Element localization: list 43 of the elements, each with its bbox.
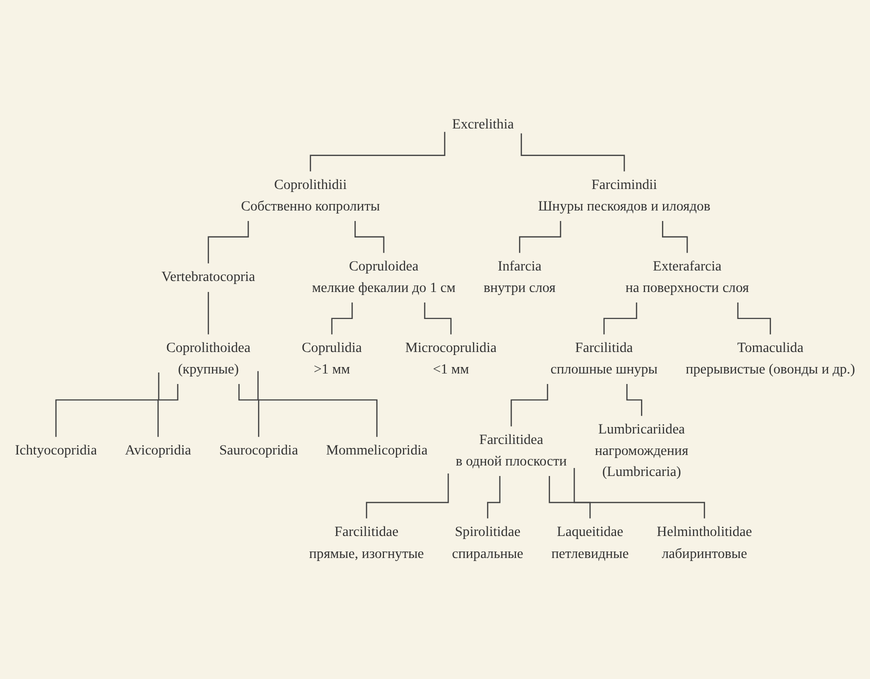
node-text: Ichtyocopridia bbox=[14, 443, 97, 458]
node-text: Copruloidea мелкие фекалии до 1 см bbox=[312, 259, 456, 296]
node-text: Laqueitidae петлевидные bbox=[551, 524, 629, 562]
node-text: Farcimindii Шнуры пескоядов и илоядов bbox=[538, 178, 710, 214]
node-text: Saurocopridia bbox=[219, 443, 298, 458]
connector bbox=[55, 372, 160, 438]
node-text: Helmintholitidae лабиринтовые bbox=[656, 524, 752, 562]
connector bbox=[603, 302, 638, 335]
connector bbox=[310, 132, 446, 172]
connector bbox=[626, 384, 642, 416]
connector bbox=[662, 221, 688, 254]
connector bbox=[520, 133, 625, 172]
node-text: Avicopridia bbox=[125, 443, 192, 458]
node-text: Farcilitida сплошные шнуры bbox=[550, 340, 658, 377]
node-text: Tomaculida прерывистые (овонды и др.) bbox=[686, 340, 856, 377]
node-text: Microcoprulidia <1 мм bbox=[405, 340, 497, 377]
connector bbox=[157, 384, 178, 438]
node-text: Excrelithia bbox=[452, 117, 514, 132]
node-text: Farcilitidae прямые, изогнутые bbox=[309, 524, 424, 562]
node-text: Lumbricariidea нагромождения (Lumbricaria) bbox=[594, 422, 688, 480]
node-text: Exterafarcia на поверхности слоя bbox=[625, 259, 749, 296]
connector bbox=[366, 474, 449, 520]
connector bbox=[257, 371, 378, 438]
connector bbox=[510, 384, 548, 427]
node-text: Infarcia внутри слоя bbox=[484, 259, 556, 296]
node-text: Spirolitidae спиральные bbox=[452, 524, 524, 562]
connector bbox=[424, 302, 452, 335]
connector bbox=[354, 221, 384, 254]
connector bbox=[519, 221, 562, 254]
node-text: Coprolithoidea (крупные) bbox=[166, 340, 251, 377]
connector bbox=[487, 476, 500, 520]
node-text: Coprulidia >1 мм bbox=[302, 340, 362, 377]
connector bbox=[737, 302, 771, 335]
connector bbox=[548, 476, 591, 520]
node-text: Coprolithidii Собственно копролиты bbox=[240, 178, 380, 214]
connector bbox=[331, 302, 353, 335]
node-text: Mommelicopridia bbox=[326, 443, 428, 458]
connector bbox=[208, 221, 249, 264]
connector bbox=[238, 384, 260, 438]
node-text: Vertebratocopria bbox=[162, 270, 256, 285]
node-text: Farcilitidea в одной плоскости bbox=[456, 432, 567, 470]
connector bbox=[574, 468, 706, 520]
connector bbox=[208, 292, 209, 335]
